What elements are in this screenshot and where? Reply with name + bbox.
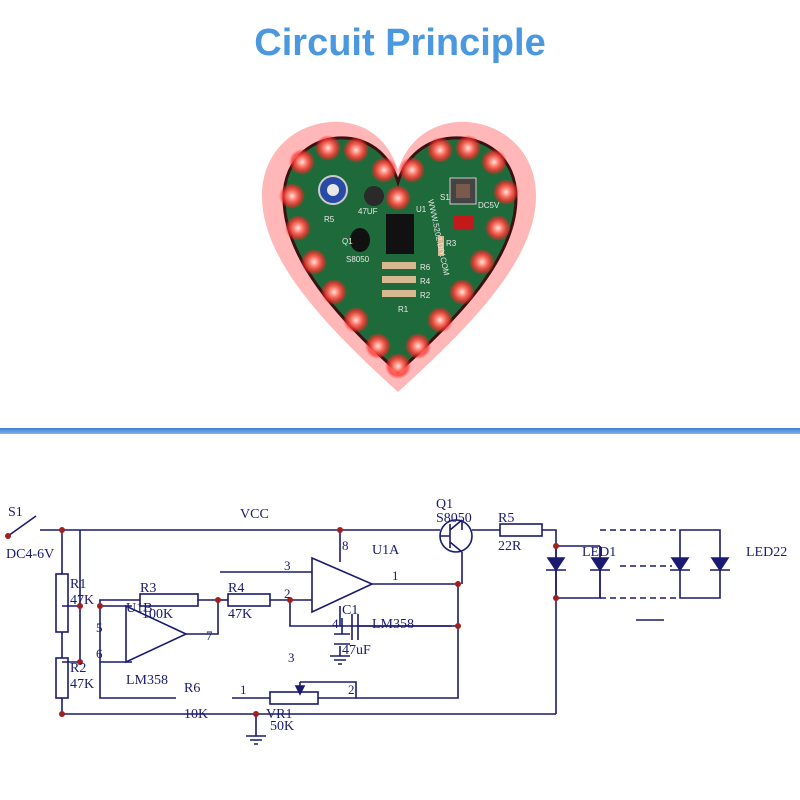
- label-s1: S1: [8, 505, 23, 520]
- label-r1: R1: [70, 577, 86, 592]
- board-label-r1: R1: [398, 305, 409, 314]
- board-label-dc5v: DC5V: [478, 201, 500, 210]
- label-r5: R5: [498, 511, 514, 526]
- pin-u1b-7: 7: [206, 628, 213, 643]
- power-connector: [454, 216, 474, 230]
- capacitor: [364, 186, 384, 206]
- label-vcc: VCC: [240, 507, 269, 522]
- pin-u1a-1: 1: [392, 568, 399, 583]
- label-c1-value: 47uF: [342, 643, 371, 658]
- label-vr1-value: 50K: [270, 719, 294, 734]
- pin-u1a-3: 3: [284, 558, 291, 573]
- pin-vr1-2: 2: [348, 682, 355, 697]
- label-r1-value: 47K: [70, 593, 94, 608]
- label-r2: R2: [70, 661, 86, 676]
- label-vr1: VR1: [266, 707, 292, 722]
- pin-u1a-4: 4: [332, 616, 339, 631]
- label-led1: LED1: [582, 545, 616, 560]
- resistor-r6: [382, 262, 416, 269]
- label-r3-value: 100K: [142, 607, 173, 622]
- resistor-r4: [382, 276, 416, 283]
- pin-u1b-5: 5: [96, 620, 103, 635]
- page-title: Circuit Principle: [254, 22, 546, 64]
- label-r6-value: 10K: [184, 707, 208, 722]
- label-r6: R6: [184, 681, 200, 696]
- board-label-r6: R6: [420, 263, 431, 272]
- label-u1a: U1A: [372, 543, 400, 558]
- label-r2-value: 47K: [70, 677, 94, 692]
- resistor-r2: [382, 290, 416, 297]
- heart-pcb-photo: 47UF U1 S1 DC5V Q1 S8050 R6 R4 R3 R2 R1 …: [262, 121, 536, 392]
- label-power: DC4-6V: [6, 547, 54, 562]
- board-label-r5: R5: [324, 215, 335, 224]
- label-q1: Q1: [436, 497, 453, 512]
- label-ic-b: LM358: [126, 673, 168, 688]
- board-label-r2: R2: [420, 291, 431, 300]
- label-r4: R4: [228, 581, 244, 596]
- section-divider: [0, 428, 800, 434]
- board-label-s1: S1: [440, 193, 450, 202]
- pin-u1a-2: 2: [284, 586, 291, 601]
- pin-vr1-3: 3: [288, 650, 295, 665]
- label-c1: C1: [342, 603, 358, 618]
- board-label-r3: R3: [446, 239, 457, 248]
- label-u1b: U1B: [126, 601, 152, 616]
- resistor-r3: [438, 236, 444, 256]
- board-label-r4: R4: [420, 277, 431, 286]
- label-r5-value: 22R: [498, 539, 522, 554]
- board-label-s8050: S8050: [346, 255, 370, 264]
- label-r4-value: 47K: [228, 607, 252, 622]
- circuit-schematic: S1 DC4-6V VCC Q1 S8050 R5 22R U1A U1B LM…: [5, 497, 787, 745]
- pin-u1b-6: 6: [96, 646, 103, 661]
- label-led22: LED22: [746, 545, 787, 560]
- label-ic-a: LM358: [372, 617, 414, 632]
- pin-vr1-1: 1: [240, 682, 247, 697]
- label-q1-type: S8050: [436, 511, 472, 526]
- ic-chip: [386, 214, 414, 254]
- led-ring: [279, 135, 519, 379]
- pin-u1a-8: 8: [342, 538, 349, 553]
- board-label-q1: Q1: [342, 237, 353, 246]
- label-r3: R3: [140, 581, 156, 596]
- transistor: [350, 228, 370, 252]
- board-label-47uf: 47UF: [358, 207, 378, 216]
- board-label-u1: U1: [416, 205, 427, 214]
